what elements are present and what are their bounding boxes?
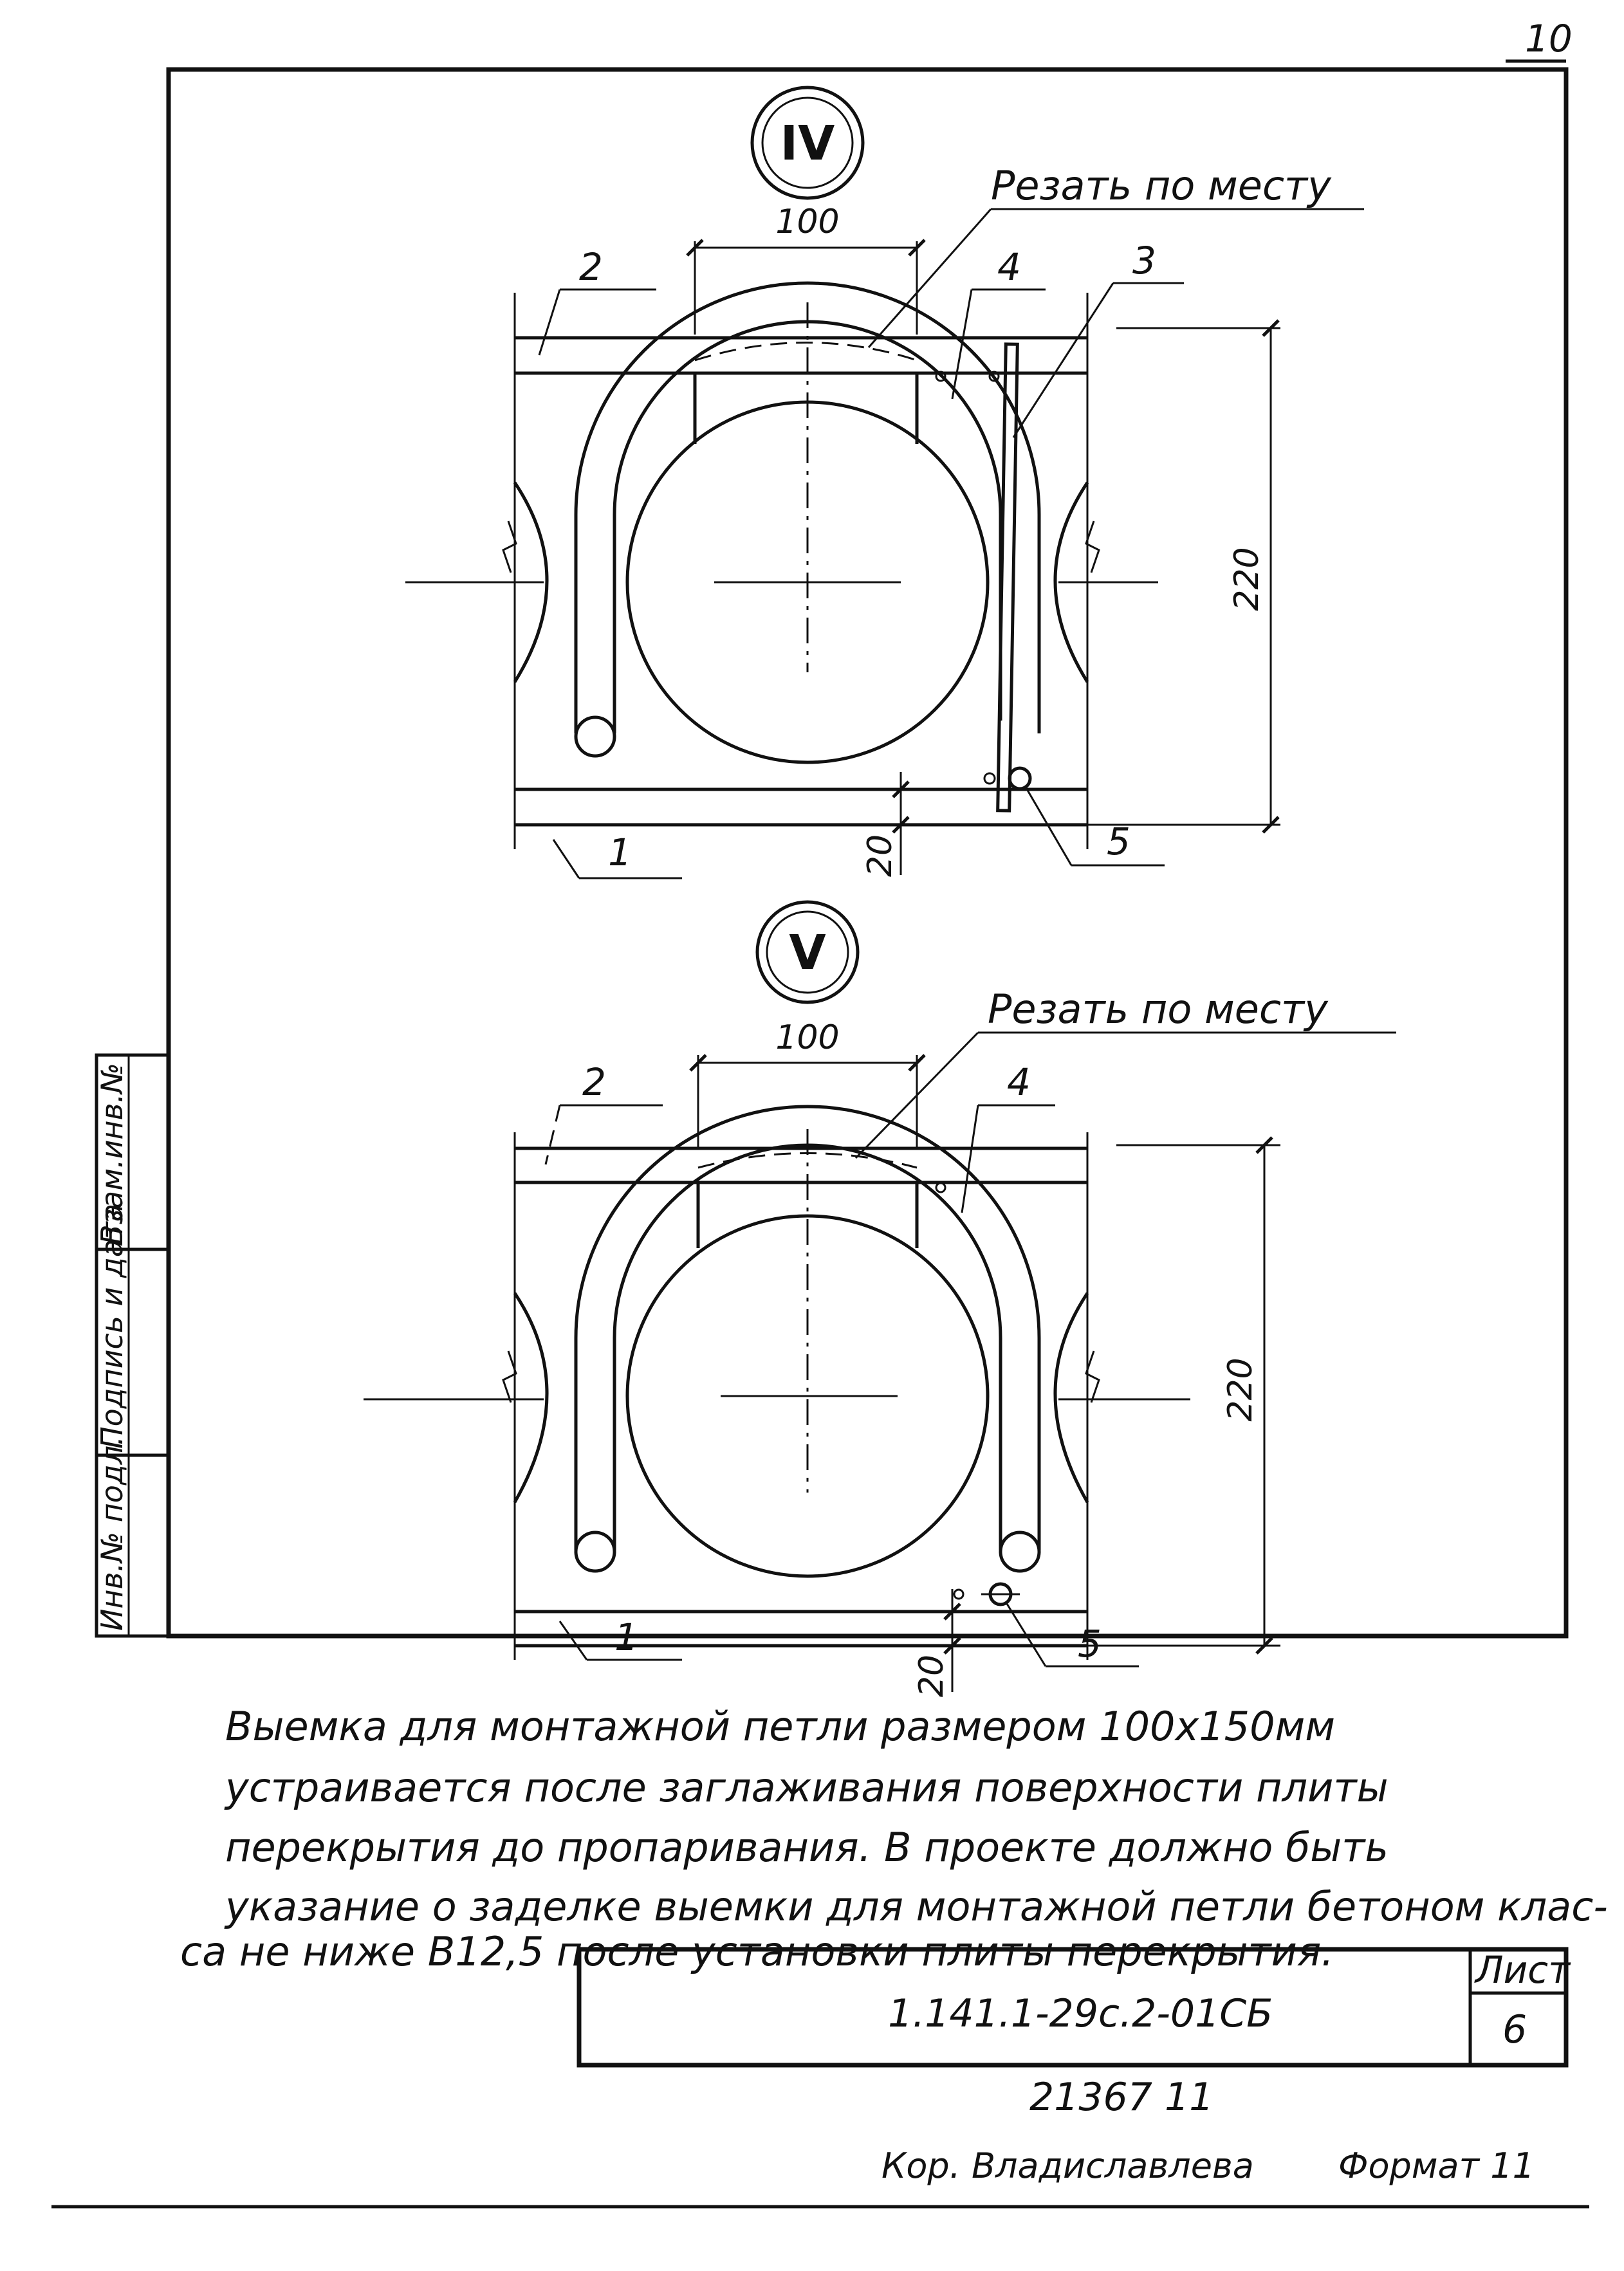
detail-iv: IV	[405, 86, 1364, 879]
detail-v-dim-offset: 20	[912, 1655, 951, 1697]
detail-v-callout-2: 2	[582, 1060, 606, 1104]
sheet-frame	[166, 59, 1569, 1639]
detail-iv-dim-width: 100	[775, 203, 839, 241]
corner-page-number: 10	[1525, 17, 1573, 60]
note-line-4: указание о заделке выемки для монтажной …	[224, 1883, 1608, 1930]
detail-v-marker-text: V	[789, 925, 826, 980]
bottom-number: 21367 11	[1029, 2075, 1213, 2120]
note-line-2: устраивается после заглаживания поверхно…	[224, 1764, 1389, 1811]
detail-iv-callout-4: 4	[997, 245, 1021, 289]
detail-v-void	[625, 1214, 990, 1578]
stamp-signature-date: Подпись и дата	[95, 1204, 129, 1449]
notes-block: Выемка для монтажной петли размером 100х…	[180, 1703, 1608, 1975]
detail-iv-callout-3: 3	[1132, 239, 1156, 282]
side-stamp	[95, 1053, 171, 1638]
detail-v-callout-4: 4	[1007, 1060, 1031, 1104]
detail-v-callout-1: 1	[614, 1615, 638, 1659]
detail-v-callout-5: 5	[1078, 1622, 1102, 1666]
detail-iv-marker	[750, 86, 865, 200]
document-code: 1.141.1-29с.2-01СБ	[888, 1991, 1273, 2036]
detail-iv-callout-1: 1	[608, 831, 632, 874]
stamp-inv-no: Инв.№ подл.	[95, 1436, 129, 1631]
detail-iv-dim-offset: 20	[861, 834, 900, 877]
stamp-replacement-inv: Взам.инв.№	[95, 1063, 129, 1245]
detail-iv-dim-height: 220	[1228, 547, 1266, 611]
detail-v-dim-height: 220	[1221, 1357, 1260, 1421]
detail-iv-callout-2: 2	[579, 245, 603, 289]
note-line-1: Выемка для монтажной петли размером 100х…	[225, 1703, 1335, 1750]
sheet-label: Лист	[1474, 1948, 1571, 1992]
detail-iv-note: Резать по месту	[991, 162, 1332, 209]
detail-iv-callout-5: 5	[1107, 820, 1130, 863]
sheet-number: 6	[1502, 2007, 1527, 2052]
detail-v-note: Резать по месту	[988, 986, 1329, 1033]
title-block	[577, 1947, 1569, 2068]
detail-v: V 100	[364, 900, 1396, 1697]
footer-right: Формат 11	[1338, 2146, 1535, 2186]
note-line-3: перекрытия до пропаривания. В проекте до…	[225, 1824, 1389, 1871]
detail-v-dim-width: 100	[775, 1018, 839, 1057]
note-line-5: са не ниже В12,5 после установки плиты п…	[180, 1928, 1334, 1975]
footer-left: Кор. Владиславлева	[881, 2146, 1254, 2186]
detail-iv-marker-text: IV	[780, 116, 835, 171]
detail-v-marker	[755, 900, 860, 1004]
